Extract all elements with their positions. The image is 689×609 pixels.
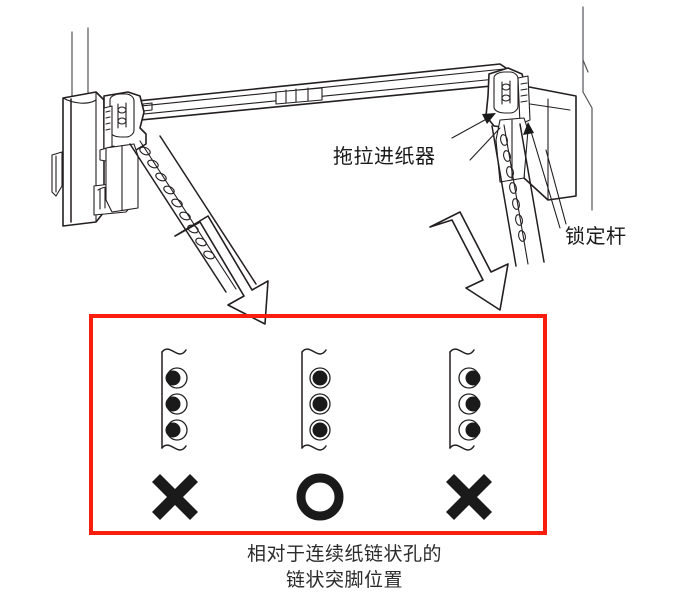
callout-leader-lines — [451, 113, 567, 229]
block-arrow-right — [429, 211, 509, 311]
right-tractor-unit — [485, 67, 531, 183]
left-paper-strip — [129, 135, 257, 293]
caption-line-2: 链状突脚位置 — [285, 569, 403, 591]
printer-left-frame — [51, 91, 132, 227]
right-paper-strip — [491, 123, 545, 267]
comparison-cell-pins-shifted-right — [446, 348, 492, 520]
circle-mark-icon-center — [296, 473, 344, 521]
figure-caption: 相对于连续纸链状孔的 链状突脚位置 — [0, 541, 689, 593]
cross-mark-icon-left — [152, 474, 198, 520]
callout-label-tractor-feeder: 拖拉进纸器 — [333, 144, 436, 168]
cross-mark-icon-right — [446, 474, 492, 520]
comparison-cell-pins-centered — [296, 348, 344, 521]
left-tractor-unit — [99, 91, 147, 213]
paper-edge-bracket — [449, 348, 475, 451]
tractor-support-bar — [107, 63, 513, 123]
comparison-box-border — [89, 314, 547, 535]
comparison-cell-pins-shifted-left — [152, 348, 198, 520]
paper-edge-bracket — [301, 348, 327, 451]
paper-edge-bracket — [161, 348, 187, 451]
caption-line-1: 相对于连续纸链状孔的 — [246, 543, 442, 565]
callout-label-lock-lever: 锁定杆 — [565, 224, 627, 248]
block-arrow-left — [174, 215, 269, 325]
